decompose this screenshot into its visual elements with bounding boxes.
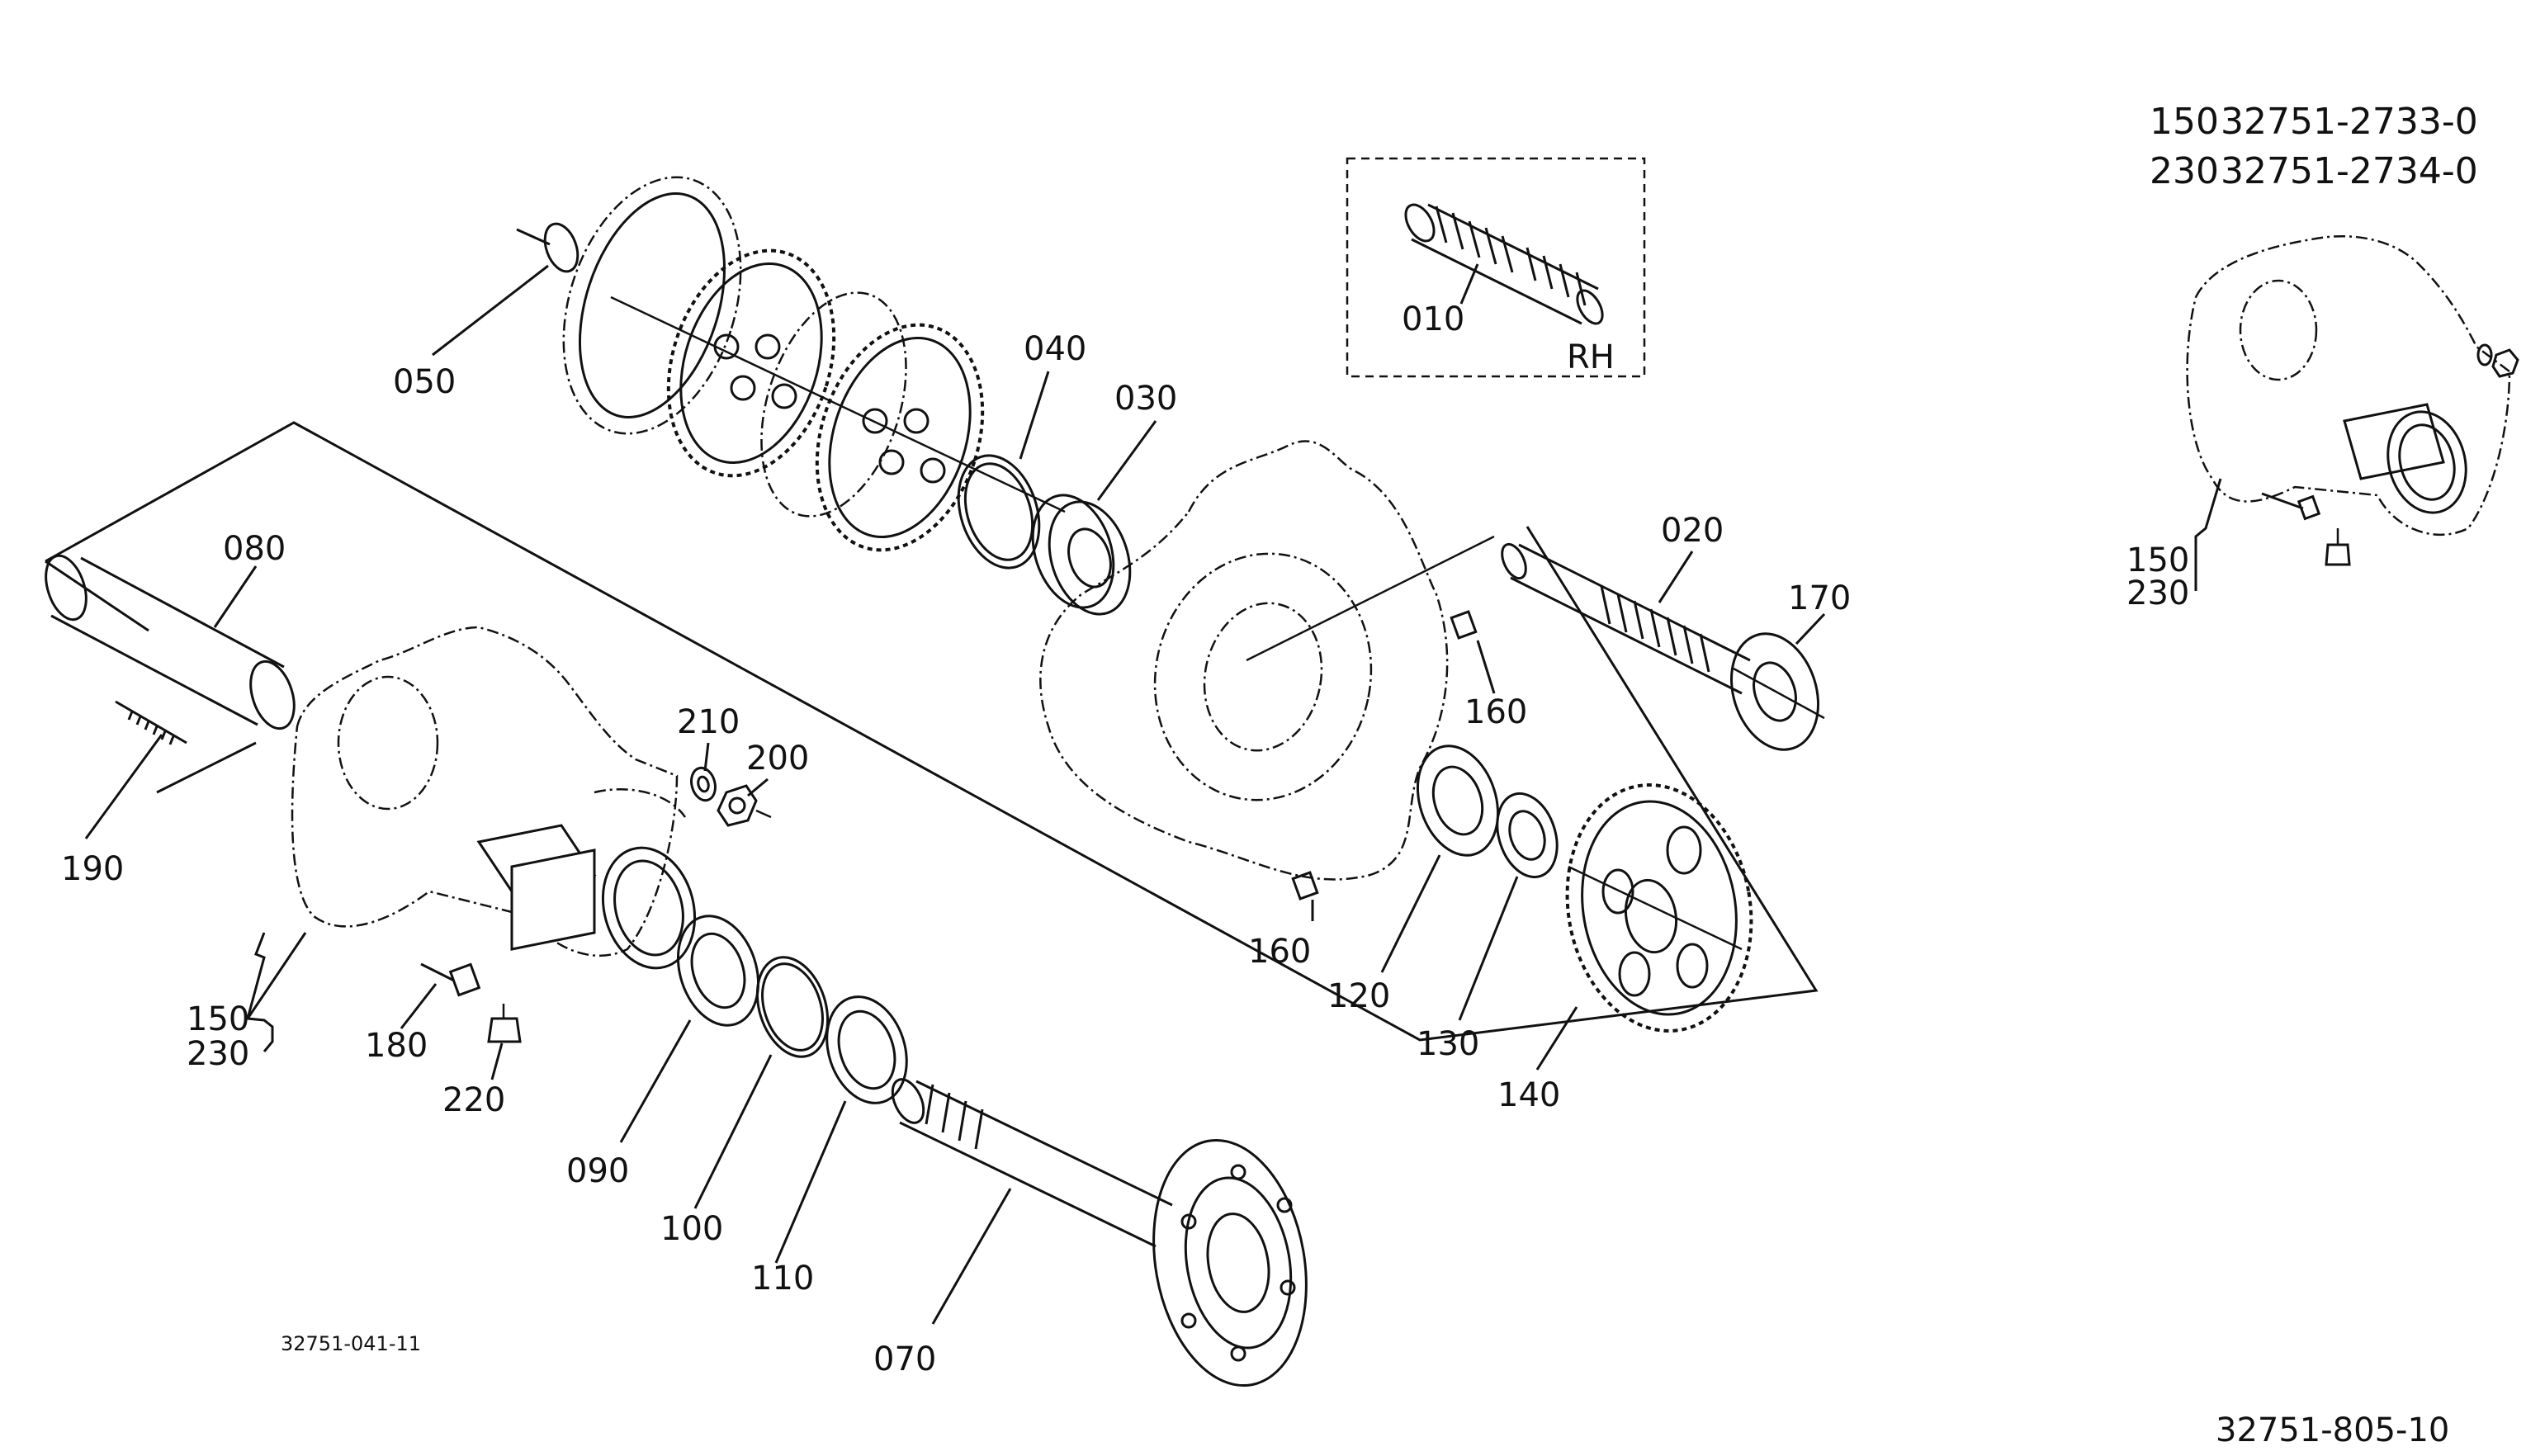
housing-bearing-bore bbox=[601, 846, 697, 970]
leader-220 bbox=[490, 1042, 504, 1080]
callout-200: 200 bbox=[746, 740, 809, 778]
part-030-bearing bbox=[1031, 494, 1132, 616]
callout-110: 110 bbox=[751, 1260, 814, 1298]
callout-140: 140 bbox=[1497, 1076, 1560, 1114]
inset-housing-assembly bbox=[2186, 235, 2519, 566]
leader-140 bbox=[1535, 1006, 1578, 1071]
part-190-stud bbox=[115, 700, 187, 745]
leader-130 bbox=[1458, 876, 1519, 1021]
part-180-bolt bbox=[420, 962, 481, 997]
leader-080 bbox=[213, 565, 258, 628]
callout-160-lower: 160 bbox=[1248, 933, 1311, 971]
drawing-number-left: 32751-041-11 bbox=[281, 1332, 421, 1355]
callout-010: 010 bbox=[1402, 300, 1464, 338]
part-070-flange-shaft bbox=[891, 1078, 1308, 1387]
callout-030: 030 bbox=[1114, 380, 1177, 418]
callout-180: 180 bbox=[365, 1027, 428, 1065]
callout-inset-150: 150 bbox=[2126, 541, 2189, 579]
part-110-oil-seal bbox=[825, 995, 908, 1104]
callout-070: 070 bbox=[873, 1340, 936, 1378]
rh-label: RH bbox=[1567, 338, 1615, 376]
part-number-150-value: 32751-2733-0 bbox=[2221, 101, 2478, 143]
part-number-150-item: 150 bbox=[2150, 101, 2219, 143]
leader-inset-150-230 bbox=[2194, 478, 2222, 591]
callout-130: 130 bbox=[1417, 1025, 1479, 1063]
leader-100 bbox=[693, 1054, 773, 1209]
drawing-number-right: 32751-805-10 bbox=[2216, 1411, 2449, 1449]
part-150-housing bbox=[291, 626, 687, 957]
leader-200 bbox=[747, 778, 769, 797]
part-140-gear bbox=[1565, 783, 1753, 1033]
assembly-outline-bottom bbox=[156, 741, 257, 794]
part-number-list: 150 32751-2733-0 230 32751-2734-0 bbox=[2150, 101, 2478, 192]
leader-070 bbox=[931, 1188, 1012, 1325]
callout-160-upper: 160 bbox=[1464, 693, 1527, 731]
leader-160-upper bbox=[1476, 640, 1496, 694]
part-160-dowel-upper bbox=[1450, 610, 1478, 640]
shaft-010-drawing bbox=[1404, 203, 1604, 325]
leader-210 bbox=[703, 742, 710, 772]
leader-150-230 bbox=[246, 932, 274, 1052]
leader-020 bbox=[1658, 551, 1694, 603]
part-number-230-value: 32751-2734-0 bbox=[2221, 150, 2478, 192]
part-020-shaft bbox=[1501, 542, 1751, 695]
leader-120 bbox=[1380, 854, 1441, 973]
callout-020: 020 bbox=[1661, 512, 1724, 550]
part-100-circlip bbox=[755, 956, 830, 1058]
part-210-washer bbox=[690, 766, 717, 802]
part-130-spacer bbox=[1496, 792, 1559, 879]
part-220-plug bbox=[487, 1004, 522, 1043]
rh-variant-box: 010 RH bbox=[1346, 157, 1646, 378]
part-080-sleeve bbox=[45, 554, 296, 730]
leader-010 bbox=[1459, 263, 1479, 305]
callout-inset-230: 230 bbox=[2126, 574, 2189, 612]
leader-110 bbox=[774, 1100, 847, 1264]
leader-170 bbox=[1795, 612, 1826, 645]
callout-040: 040 bbox=[1024, 330, 1086, 368]
callout-150: 150 bbox=[187, 1000, 249, 1038]
part-number-230-item: 230 bbox=[2150, 150, 2219, 192]
callout-090: 090 bbox=[566, 1152, 629, 1190]
leader-030 bbox=[1096, 420, 1157, 501]
callout-190: 190 bbox=[61, 850, 124, 888]
assembly-outline bbox=[45, 421, 1819, 1042]
callout-230: 230 bbox=[187, 1035, 249, 1073]
callout-210: 210 bbox=[677, 703, 740, 741]
assembly-outline-lower bbox=[45, 560, 149, 632]
leader-180 bbox=[400, 983, 438, 1029]
callout-080: 080 bbox=[223, 530, 286, 568]
rh-variant-frame bbox=[1346, 157, 1646, 378]
callout-120: 120 bbox=[1327, 977, 1390, 1015]
callout-220: 220 bbox=[442, 1081, 505, 1119]
clutch-plates bbox=[562, 176, 1066, 552]
part-090-bearing bbox=[676, 915, 760, 1027]
leader-190 bbox=[84, 734, 163, 839]
part-200-nut bbox=[717, 784, 772, 827]
callout-050: 050 bbox=[393, 363, 456, 401]
part-050-snap-ring bbox=[432, 222, 579, 357]
part-170-bearing bbox=[1729, 632, 1825, 751]
leader-040 bbox=[1019, 371, 1050, 460]
part-120-bearing bbox=[1416, 745, 1500, 857]
part-160-dowel-lower bbox=[1291, 871, 1319, 901]
leader-090 bbox=[619, 1019, 692, 1143]
part-040-circlip bbox=[957, 454, 1041, 570]
callout-170: 170 bbox=[1788, 579, 1851, 617]
housing-cover-plate bbox=[1039, 440, 1495, 881]
callout-100: 100 bbox=[660, 1210, 723, 1248]
